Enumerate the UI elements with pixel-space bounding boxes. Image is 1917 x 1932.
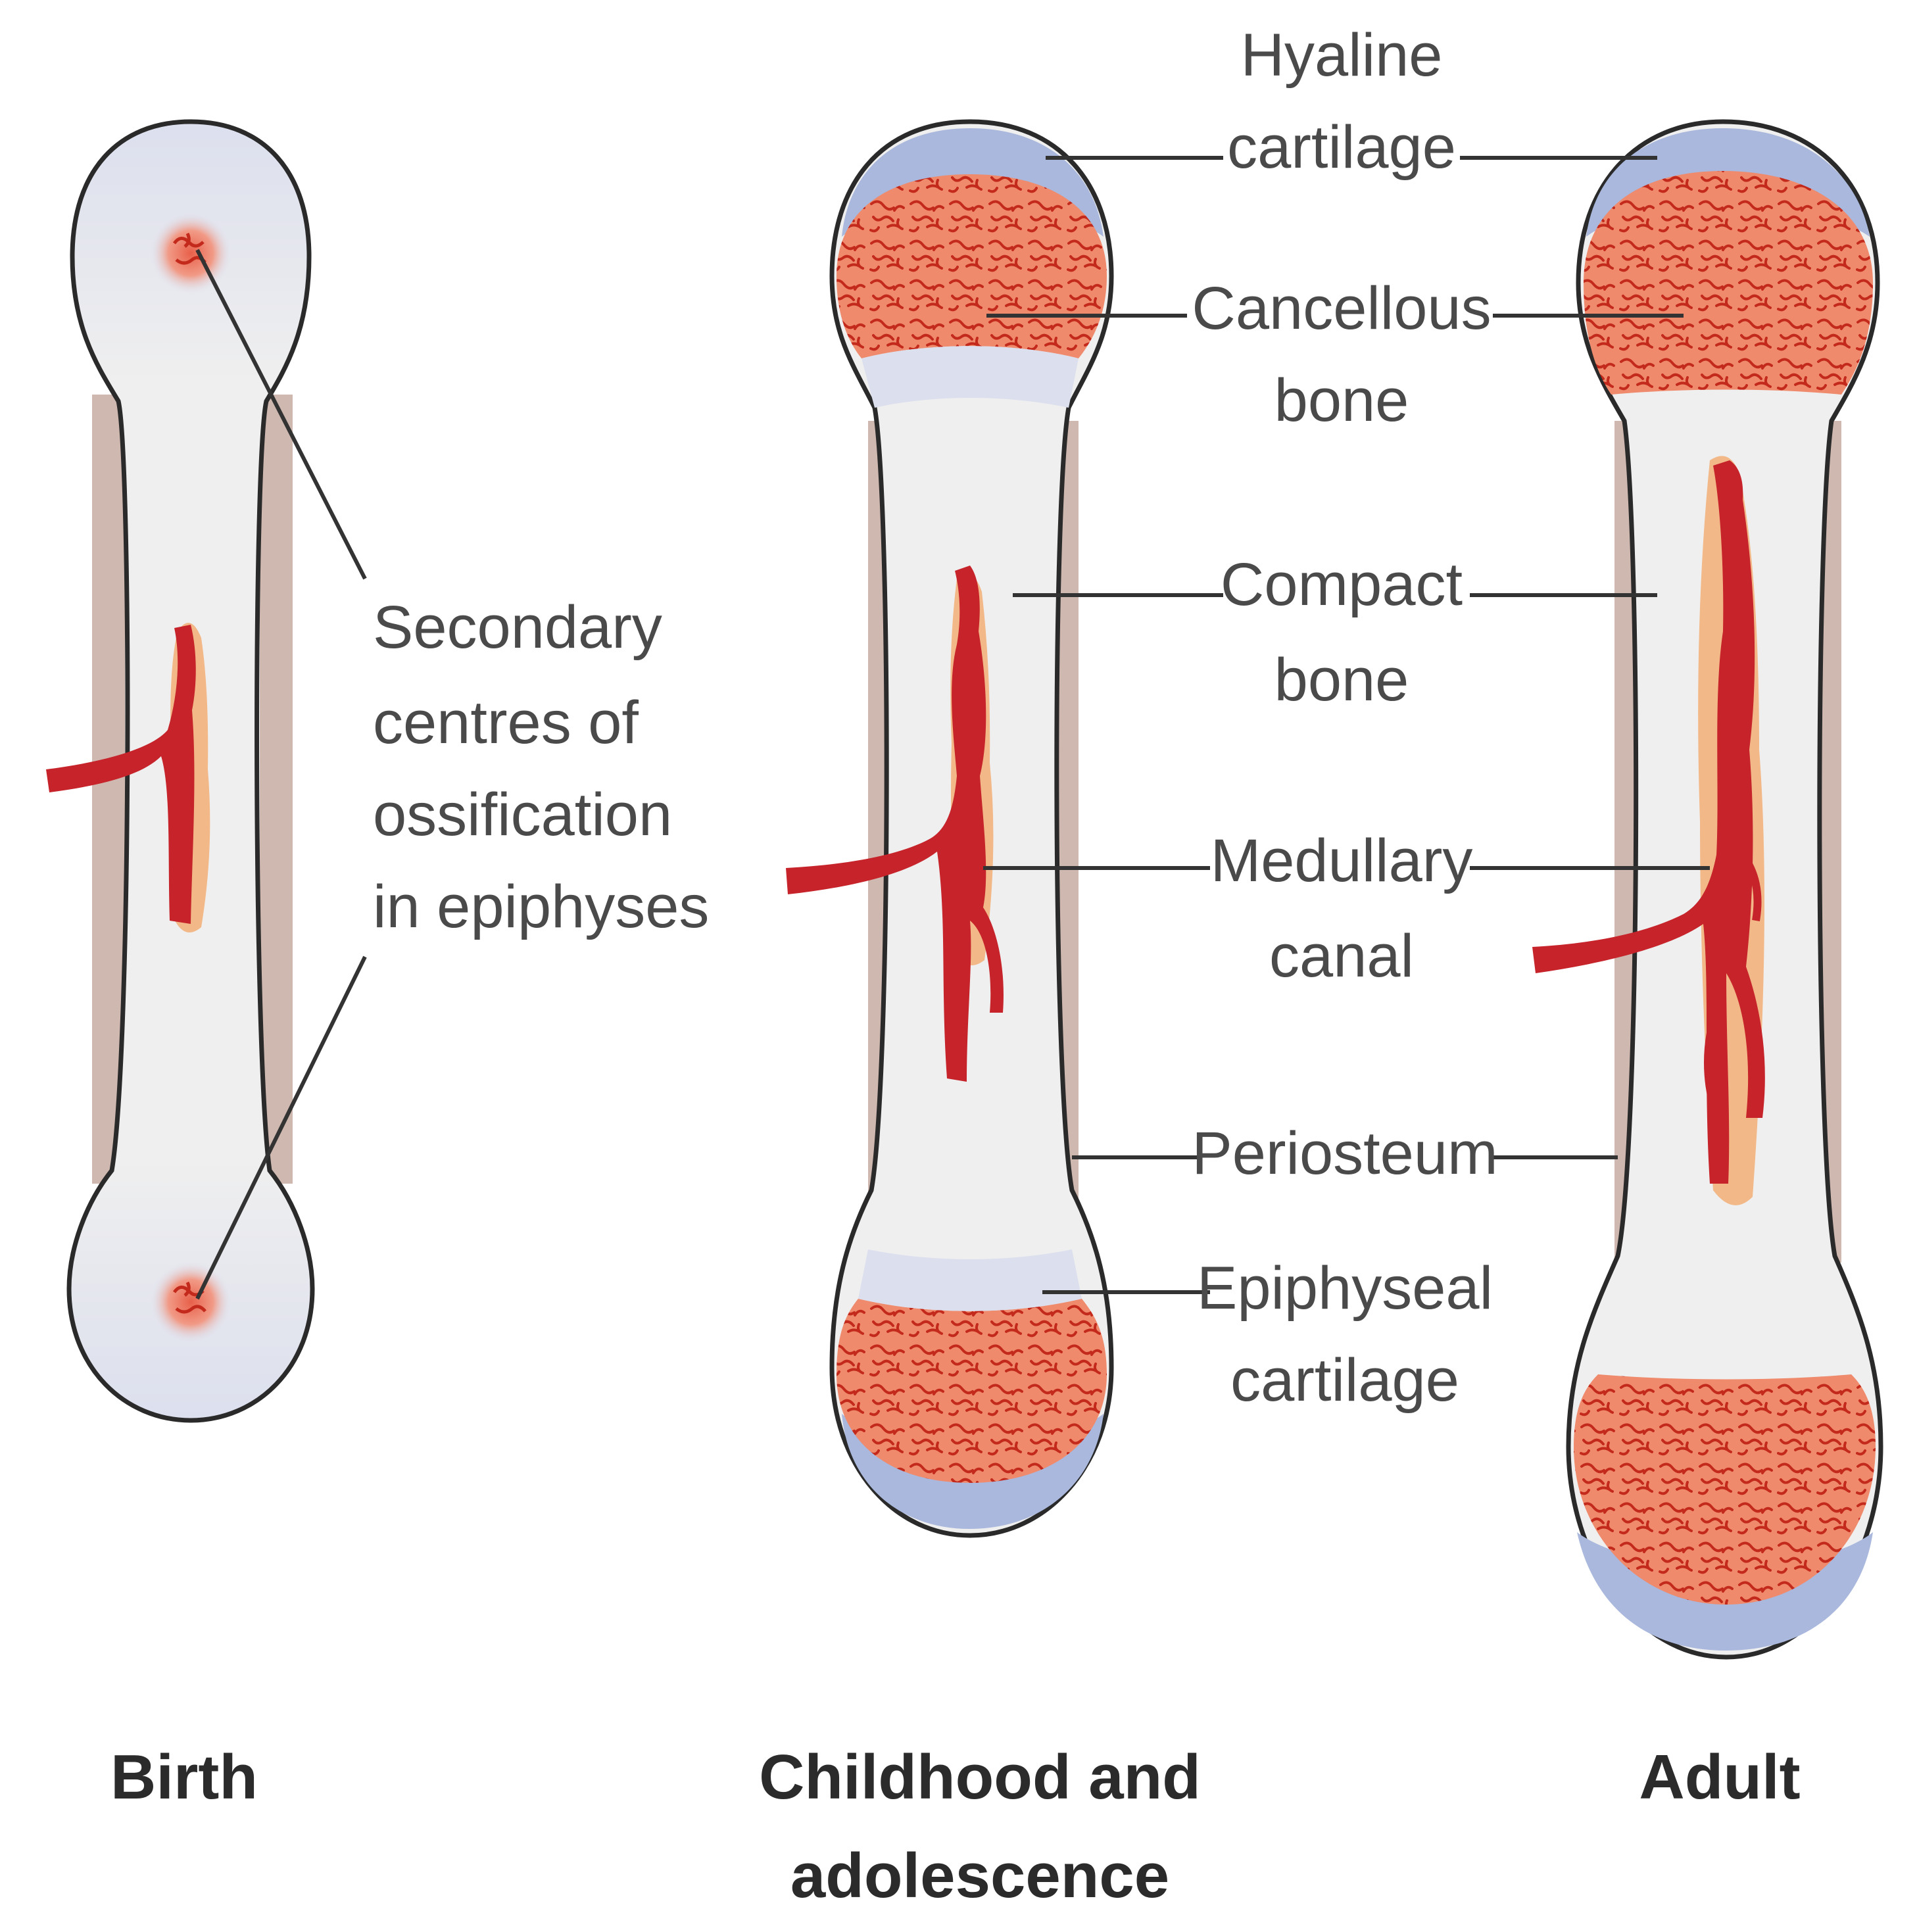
childhood-cancellous-top xyxy=(837,174,1107,358)
leader-secondary-top xyxy=(195,249,367,580)
label-cancellous-line-2: bone xyxy=(1274,367,1409,434)
label-epiphyseal-line-1: Epiphyseal xyxy=(1197,1255,1493,1322)
childhood-blood-vessel xyxy=(786,566,1004,1082)
label-hyaline-line-1: Hyaline xyxy=(1241,22,1443,89)
childhood-epiphyseal-bottom xyxy=(858,1249,1082,1311)
label-epiphyseal-line-2: cartilage xyxy=(1230,1347,1459,1414)
leader-lines xyxy=(195,156,1710,1300)
label-periosteum-line-1: Periosteum xyxy=(1192,1120,1497,1187)
label-periosteum: Periosteum xyxy=(1192,1120,1497,1187)
adult-cancellous-top xyxy=(1584,171,1873,395)
label-compact-line-1: Compact xyxy=(1221,551,1463,618)
caption-birth: Birth xyxy=(110,1742,258,1812)
label-epiphyseal-cartilage: Epiphyseal cartilage xyxy=(1197,1255,1493,1414)
adult-blood-vessel xyxy=(1532,460,1765,1184)
childhood-epiphyseal-top xyxy=(861,346,1079,408)
label-cancellous-line-1: Cancellous xyxy=(1192,275,1491,342)
label-hyaline-line-2: cartilage xyxy=(1227,114,1456,181)
label-compact-line-2: bone xyxy=(1274,646,1409,713)
childhood-cancellous-bottom xyxy=(837,1299,1107,1483)
birth-centre-top xyxy=(150,212,231,294)
childhood-bone xyxy=(786,119,1114,1538)
label-hyaline-cartilage: Hyaline cartilage xyxy=(1227,22,1456,181)
caption-childhood-line-2: adolescence xyxy=(790,1841,1169,1911)
birth-bone xyxy=(46,119,315,1423)
label-medullary-line-2: canal xyxy=(1269,923,1414,990)
label-secondary-centres: Secondary centres of ossification in epi… xyxy=(373,594,709,940)
adult-vessel-branches xyxy=(1704,721,1762,1106)
adult-cancellous-bottom xyxy=(1574,1374,1876,1605)
label-secondary-line-2: centres of xyxy=(373,689,639,756)
adult-bone xyxy=(1532,119,1883,1660)
label-secondary-line-1: Secondary xyxy=(373,594,662,661)
caption-adult: Adult xyxy=(1639,1742,1800,1812)
label-secondary-line-4: in epiphyses xyxy=(373,873,709,940)
caption-childhood-line-1: Childhood and xyxy=(759,1742,1201,1812)
label-compact-bone: Compact bone xyxy=(1221,551,1463,713)
label-secondary-line-3: ossification xyxy=(373,781,672,848)
label-medullary-canal: Medullary canal xyxy=(1211,827,1473,990)
birth-blood-vessel xyxy=(46,625,196,924)
label-cancellous-bone: Cancellous bone xyxy=(1192,275,1491,434)
birth-periosteum-right xyxy=(260,395,293,1184)
leader-secondary-bottom xyxy=(195,955,367,1300)
birth-centre-bottom xyxy=(150,1261,231,1343)
label-medullary-line-1: Medullary xyxy=(1211,827,1473,894)
